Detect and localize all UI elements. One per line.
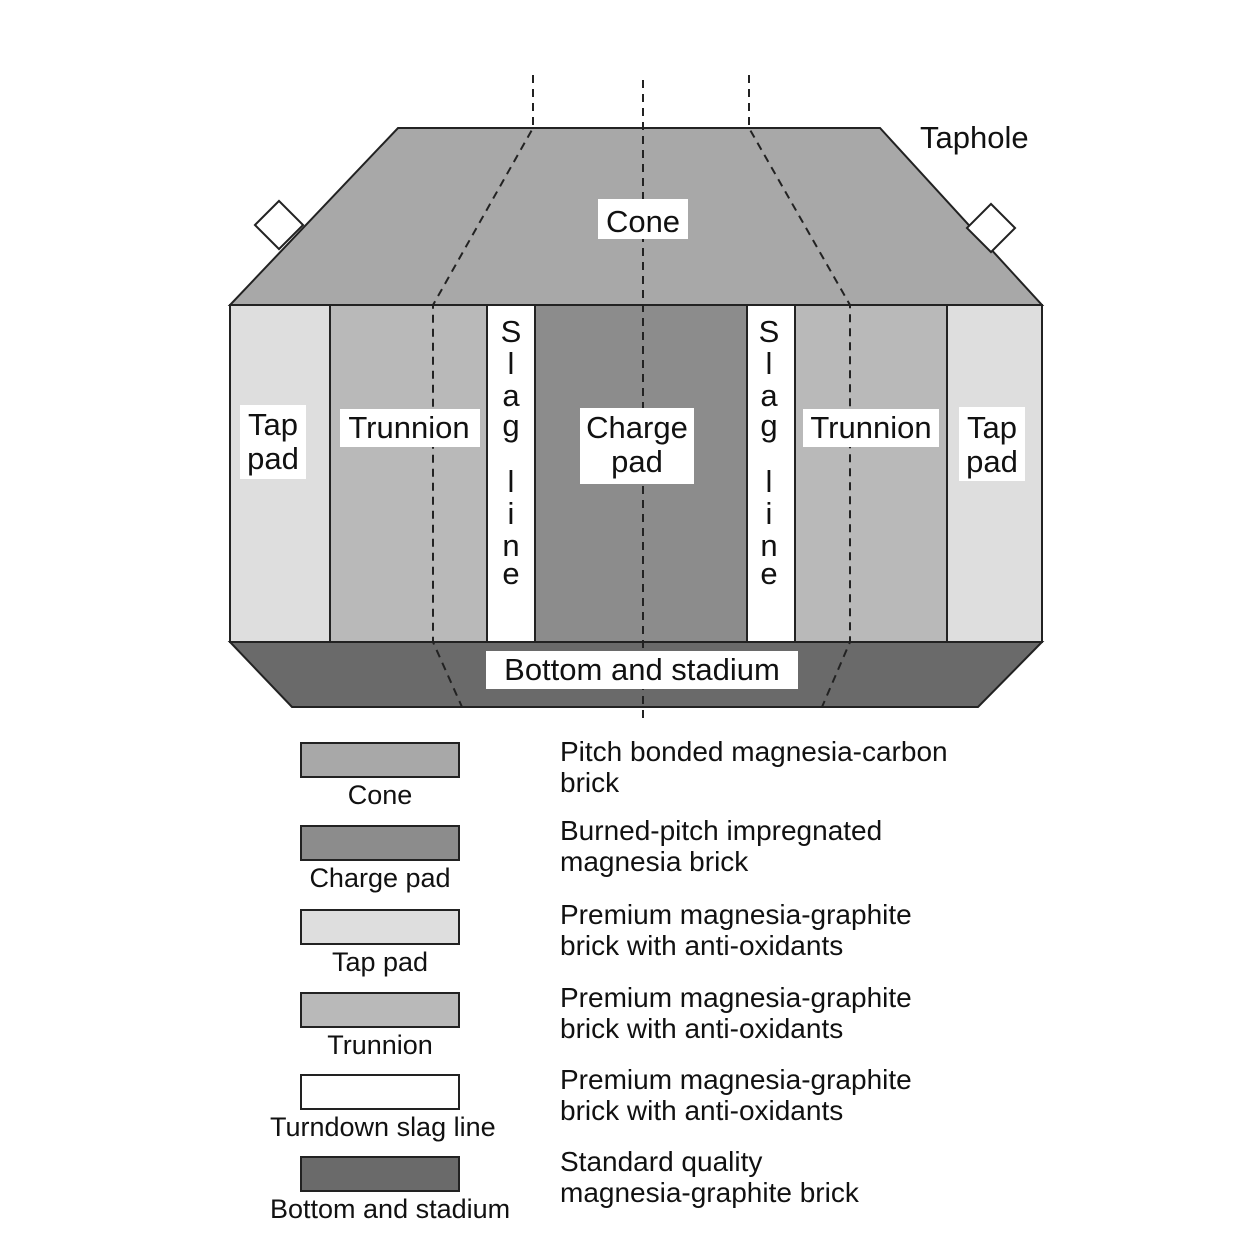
legend-swatch	[300, 992, 460, 1028]
legend-description-line: Standard quality	[560, 1146, 763, 1177]
slag-line-left-char: i	[508, 496, 515, 531]
trunnion-right-label: Trunnion	[810, 410, 931, 445]
tap-pad-right-label-line2: pad	[966, 444, 1018, 479]
legend-description-line: magnesia brick	[560, 846, 749, 877]
legend-description-line: Premium magnesia-graphite	[560, 899, 912, 930]
legend-label: Bottom and stadium	[270, 1194, 511, 1224]
legend-description-line: brick	[560, 767, 620, 798]
legend-description: Premium magnesia-graphite brick with ant…	[560, 982, 1030, 1044]
legend-description: Standard quality magnesia-graphite brick	[560, 1146, 1030, 1208]
legend-swatch	[300, 1074, 460, 1110]
tap-pad-left-label-line1: Tap	[248, 407, 298, 442]
slag-line-right-char: n	[760, 528, 777, 563]
cone-label-bg	[598, 199, 688, 239]
slag-line-right-region	[746, 304, 796, 643]
charge-pad-label-line1: Charge	[586, 410, 688, 445]
legend-description-line: Premium magnesia-graphite	[560, 982, 912, 1013]
legend-label: Cone	[347, 780, 413, 810]
taphole-right-icon	[965, 202, 1017, 254]
legend-item-charge-pad: Charge pad Burned-pitch impregnated magn…	[0, 815, 1248, 903]
charge-pad-label-bg	[580, 408, 694, 484]
trunnion-left-label-bg	[340, 409, 480, 447]
slag-line-left-char: l	[508, 346, 515, 381]
slag-line-right-char: S	[759, 314, 780, 349]
legend-label: Tap pad	[331, 947, 429, 977]
tap-pad-left-label-line2: pad	[247, 441, 299, 476]
slag-line-left-char: a	[502, 378, 520, 413]
trunnion-left-label: Trunnion	[348, 410, 469, 445]
legend-item-bottom-and-stadium: Bottom and stadium Standard quality magn…	[0, 1146, 1248, 1234]
taphole-left-icon	[253, 199, 305, 251]
tap-pad-left-label-bg	[240, 405, 306, 479]
trunnion-right-region	[794, 304, 948, 643]
legend-description-line: Premium magnesia-graphite	[560, 1064, 912, 1095]
cone-label: Cone	[606, 204, 680, 239]
slag-line-left-char: l	[508, 464, 515, 499]
legend-description-line: Burned-pitch impregnated	[560, 815, 883, 846]
legend-description-line: magnesia-graphite brick	[560, 1177, 859, 1208]
slag-line-right-char: l	[766, 346, 773, 381]
slag-line-right-char: l	[766, 464, 773, 499]
slag-line-right-char: e	[760, 556, 777, 591]
dashed-guide-lines	[432, 75, 851, 722]
legend-description-line: Pitch bonded magnesia-carbon	[560, 736, 948, 767]
slag-line-right-char: g	[760, 408, 777, 443]
bottom-label-bg	[486, 651, 798, 689]
legend-item-turndown-slag-line: Turndown slag line Premium magnesia-grap…	[0, 1064, 1248, 1152]
legend-description: Burned-pitch impregnated magnesia brick	[560, 815, 1030, 877]
legend-swatch	[300, 1156, 460, 1192]
legend-description: Premium magnesia-graphite brick with ant…	[560, 899, 1030, 961]
legend-swatch	[300, 825, 460, 861]
legend-swatch	[300, 909, 460, 945]
tap-pad-right-label-line1: Tap	[967, 410, 1017, 445]
taphole-label: Taphole	[920, 120, 1029, 155]
slag-line-left-label: S l a g l i n e	[501, 314, 522, 591]
slag-line-right-char: a	[760, 378, 778, 413]
legend-item-tap-pad: Tap pad Premium magnesia-graphite brick …	[0, 899, 1248, 987]
slag-line-right-char: i	[766, 496, 773, 531]
legend-label: Turndown slag line	[270, 1112, 496, 1142]
legend-item-cone: Cone Pitch bonded magnesia-carbon brick	[0, 736, 1248, 820]
slag-line-left-char: g	[502, 408, 519, 443]
bottom-label: Bottom and stadium	[504, 652, 780, 687]
slag-line-left-char: n	[502, 528, 519, 563]
legend-swatch	[300, 742, 460, 778]
legend-description-line: brick with anti-oxidants	[560, 1013, 844, 1044]
legend-description: Pitch bonded magnesia-carbon brick	[560, 736, 1030, 798]
legend-description-line: brick with anti-oxidants	[560, 1095, 844, 1126]
legend-label: Charge pad	[309, 863, 451, 893]
legend-description-line: brick with anti-oxidants	[560, 930, 844, 961]
charge-pad-label-line2: pad	[611, 444, 663, 479]
tap-pad-right-label-bg	[959, 407, 1025, 481]
trunnion-left-region	[329, 304, 488, 643]
slag-line-left-char: S	[501, 314, 522, 349]
legend-item-trunnion: Trunnion Premium magnesia-graphite brick…	[0, 982, 1248, 1070]
legend-description: Premium magnesia-graphite brick with ant…	[560, 1064, 1030, 1126]
slag-line-left-char: e	[502, 556, 519, 591]
slag-line-right-label: S l a g l i n e	[759, 314, 780, 591]
converter-lining-diagram: Taphole Cone Tap pad Trunnion S l a g l …	[227, 75, 1045, 722]
legend-label: Trunnion	[327, 1030, 433, 1060]
trunnion-right-label-bg	[803, 409, 939, 447]
